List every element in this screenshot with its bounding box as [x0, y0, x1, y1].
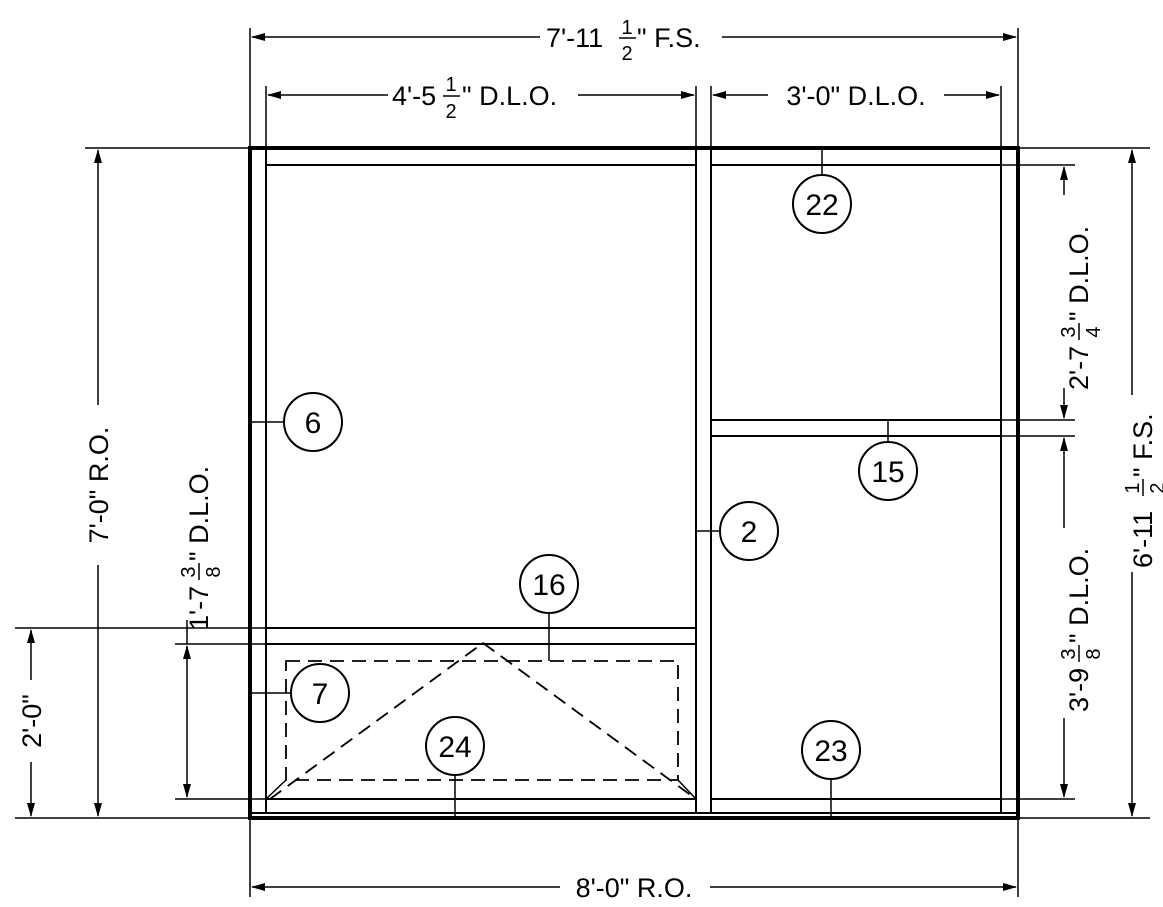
- dim-dlo-lower-right: 3'-9 3 8 " D.L.O.: [1058, 437, 1105, 798]
- svg-text:" F.S.: " F.S.: [637, 23, 701, 53]
- dlo-lower-right-label: 3'-9 3 8 " D.L.O.: [1058, 548, 1105, 712]
- dim-dlo-vent: 1'-7 3 8 " D.L.O.: [178, 466, 225, 798]
- frame-outline: [248, 146, 1020, 820]
- svg-text:8: 8: [203, 566, 225, 577]
- svg-text:1: 1: [621, 17, 632, 39]
- dim-dlo-left: 4'-5 1 2 " D.L.O.: [267, 74, 695, 123]
- ro-width-label: 8'-0" R.O.: [576, 873, 693, 903]
- dim-dlo-upper-right: 2'-7 3 4 " D.L.O.: [1058, 166, 1105, 419]
- dlo-right-label: 3'-0" D.L.O.: [786, 81, 925, 111]
- callout-24: 24: [425, 716, 485, 818]
- dim-dlo-right: 3'-0" D.L.O.: [712, 81, 1000, 111]
- svg-text:1: 1: [445, 74, 456, 96]
- extension-lines: [15, 28, 1150, 897]
- svg-text:" F.S.: " F.S.: [1128, 413, 1158, 477]
- dlo-vent-label: 1'-7 3 8 " D.L.O.: [178, 466, 225, 630]
- callout-6: 6: [250, 392, 343, 452]
- callout-15: 15: [858, 420, 918, 501]
- sill-height-label: 2'-0": [17, 694, 47, 748]
- svg-text:" D.L.O.: " D.L.O.: [184, 466, 214, 561]
- svg-text:3: 3: [178, 566, 200, 577]
- svg-text:15: 15: [871, 456, 904, 489]
- svg-text:6'-11: 6'-11: [1128, 511, 1158, 568]
- callout-23: 23: [801, 720, 861, 818]
- callout-7: 7: [250, 663, 350, 723]
- svg-text:6: 6: [305, 407, 322, 440]
- vent-swing-indicator: [269, 641, 697, 800]
- svg-text:1: 1: [1122, 482, 1144, 493]
- svg-text:3: 3: [1058, 326, 1080, 337]
- svg-text:23: 23: [814, 735, 847, 768]
- svg-text:2'-7: 2'-7: [1064, 346, 1094, 390]
- dlo-left-label: 4'-5: [392, 81, 436, 111]
- callout-22: 22: [792, 148, 852, 234]
- callout-2: 2: [696, 501, 779, 561]
- ro-height-label: 7'-0" R.O.: [84, 427, 114, 544]
- frame-width-label: 7'-11: [546, 23, 603, 53]
- svg-text:2: 2: [741, 516, 758, 549]
- frame-height-label: 6'-11 1 2 " F.S.: [1122, 413, 1163, 568]
- dim-frame-height: 6'-11 1 2 " F.S.: [1122, 149, 1163, 817]
- svg-text:2: 2: [621, 43, 632, 65]
- svg-text:1'-7: 1'-7: [184, 586, 214, 630]
- svg-text:" D.L.O.: " D.L.O.: [1064, 226, 1094, 321]
- dim-frame-width: 7'-11 1 2 " F.S.: [251, 17, 1017, 65]
- svg-text:3: 3: [1058, 648, 1080, 659]
- dim-ro-height: 7'-0" R.O.: [84, 149, 114, 817]
- svg-text:8: 8: [1083, 648, 1105, 659]
- svg-text:" D.L.O.: " D.L.O.: [462, 81, 557, 111]
- dim-ro-width: 8'-0" R.O.: [251, 873, 1017, 903]
- dlo-upper-right-label: 2'-7 3 4 " D.L.O.: [1058, 226, 1105, 390]
- svg-text:24: 24: [438, 731, 471, 764]
- svg-text:2: 2: [445, 101, 456, 123]
- svg-text:2: 2: [1147, 482, 1163, 493]
- svg-text:7: 7: [312, 678, 329, 711]
- window-frame: [248, 146, 1020, 820]
- svg-text:16: 16: [532, 569, 565, 602]
- dim-sill-height: 2'-0": [17, 629, 47, 817]
- callout-16: 16: [519, 554, 579, 661]
- svg-text:" D.L.O.: " D.L.O.: [1064, 548, 1094, 643]
- vent-sash-dashed: [285, 660, 679, 781]
- corner-tick-right: [677, 779, 697, 800]
- svg-text:4: 4: [1083, 326, 1105, 337]
- svg-text:22: 22: [805, 189, 838, 222]
- svg-text:3'-9: 3'-9: [1064, 668, 1094, 712]
- corner-tick-left: [265, 779, 287, 800]
